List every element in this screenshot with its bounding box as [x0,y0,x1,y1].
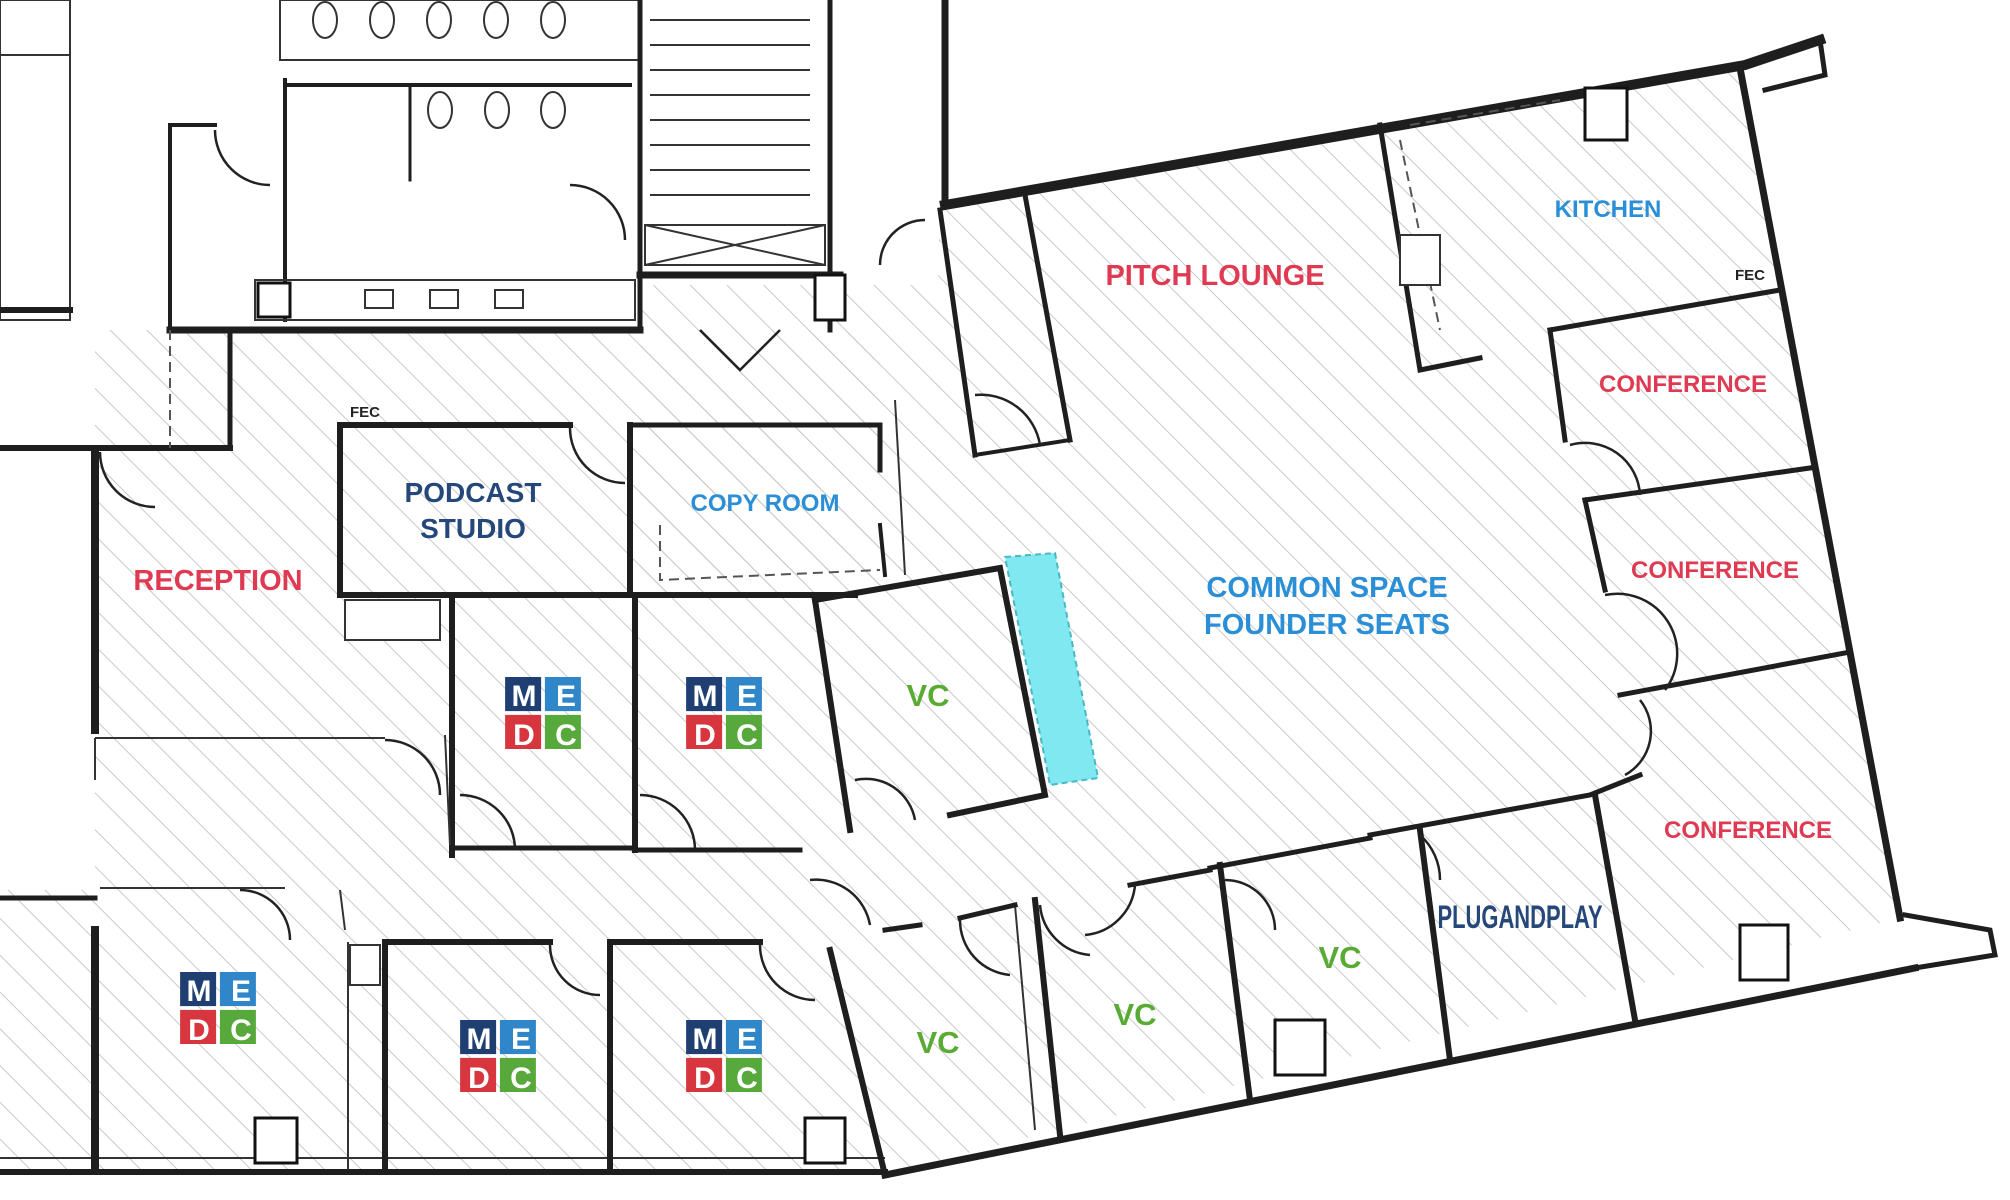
room-label-conference-3: CONFERENCE [1664,817,1832,844]
svg-text:D: D [468,1062,490,1095]
svg-text:C: C [555,719,577,752]
svg-text:C: C [510,1062,532,1095]
room-label-vc-4: VC [1318,940,1361,975]
room-labels: PITCH LOUNGE KITCHEN CONFERENCE CONFEREN… [133,196,1832,1060]
svg-text:M: M [187,975,212,1008]
svg-text:E: E [737,680,757,713]
svg-text:C: C [230,1014,252,1047]
room-label-reception: RECEPTION [133,565,302,597]
room-label-copy-room: COPY ROOM [691,490,840,517]
structural-columns [253,923,1790,1165]
svg-text:E: E [231,975,251,1008]
svg-text:D: D [694,1062,716,1095]
svg-text:M: M [467,1023,492,1056]
svg-text:M: M [693,680,718,713]
restroom-block [0,0,644,334]
svg-text:M: M [512,680,537,713]
svg-text:D: D [694,719,716,752]
svg-text:E: E [556,680,576,713]
room-label-conference-2: CONFERENCE [1631,557,1799,584]
svg-text:M: M [693,1023,718,1056]
room-label-podcast-1: PODCAST [405,477,542,508]
room-label-common-2: FOUNDER SEATS [1204,609,1450,641]
exterior-walls [0,33,1998,1180]
room-label-vc-3: VC [1113,997,1156,1032]
fec-labels: FEC FEC [350,267,1765,421]
svg-text:D: D [513,719,535,752]
stair-core [636,0,949,372]
svg-text:C: C [736,719,758,752]
fec-label: FEC [1735,267,1765,284]
svg-text:D: D [188,1014,210,1047]
room-label-vc-2: VC [916,1025,959,1060]
room-label-conference-1: CONFERENCE [1599,371,1767,398]
room-label-plug-and-play: PLUGANDPLAY [1438,899,1603,935]
room-label-kitchen: KITCHEN [1555,196,1662,223]
room-label-vc-1: VC [906,678,949,713]
svg-text:E: E [737,1023,757,1056]
room-label-podcast-2: STUDIO [420,513,526,544]
hatched-floor [0,68,1900,1175]
svg-text:E: E [511,1023,531,1056]
room-label-common-1: COMMON SPACE [1206,572,1447,604]
founder-seat-highlight[interactable] [1003,551,1100,787]
room-label-pitch-lounge: PITCH LOUNGE [1105,260,1324,292]
fec-label: FEC [350,404,380,421]
interior-walls [94,86,1853,1179]
svg-text:C: C [736,1062,758,1095]
